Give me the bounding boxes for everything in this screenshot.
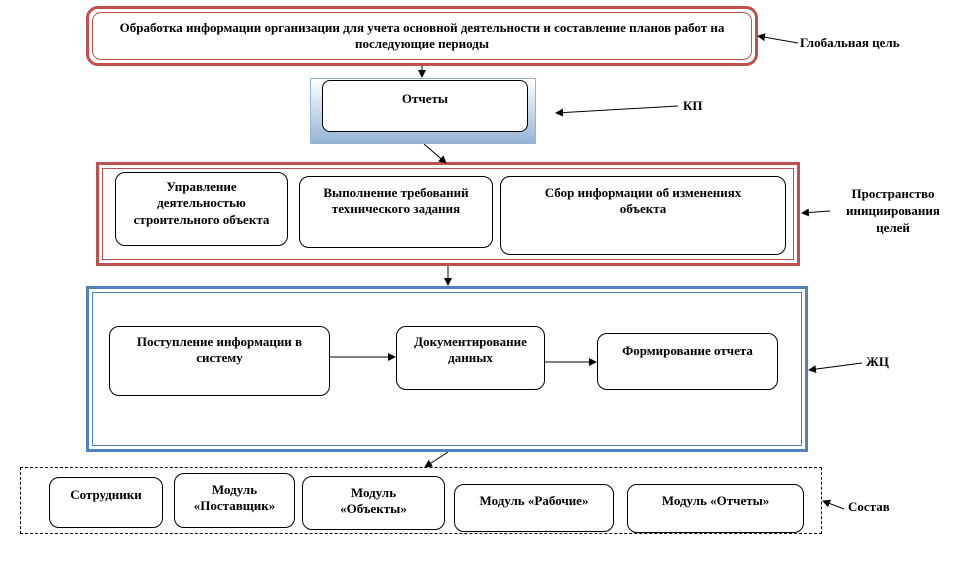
global-goal-frame: Обработка информации организации для уче… <box>86 6 758 66</box>
goal-item-change-info: Сбор информации об изменениях объекта <box>500 176 786 255</box>
goal-space-frame <box>96 162 800 266</box>
arrow-composition-label <box>822 499 845 510</box>
global-goal-text: Обработка информации организации для уче… <box>119 19 725 51</box>
reports-text: Отчеты <box>401 91 449 106</box>
module-workers: Модуль «Рабочие» <box>454 484 614 532</box>
module-supplier: Модуль «Поставщик» <box>174 473 295 528</box>
arrow-kp-label <box>555 105 679 117</box>
lifecycle-step-input: Поступление информации в систему <box>109 326 330 396</box>
lifecycle-step-document: Документирование данных <box>396 326 545 390</box>
reports-box: Отчеты <box>322 80 528 132</box>
module-employees: Сотрудники <box>49 477 163 528</box>
lifecycle-inner-frame <box>92 292 802 446</box>
arrow-space-label <box>801 208 831 217</box>
arrow-lifecycle-label <box>808 362 863 374</box>
module-objects: Модуль «Объекты» <box>302 476 445 530</box>
global-goal-box: Обработка информации организации для уче… <box>92 12 752 60</box>
arrow-reports-to-space <box>423 143 447 164</box>
goal-item-requirements: Выполнение требований технического задан… <box>299 176 493 248</box>
goal-item-management: Управление деятельностью строительного о… <box>115 172 288 246</box>
arrow-global-label <box>757 33 799 44</box>
composition-frame <box>20 467 822 534</box>
lifecycle-step-report: Формирование отчета <box>597 333 778 390</box>
composition-label: Состав <box>848 499 890 514</box>
arrow-lifecycle-to-composition <box>424 451 449 468</box>
module-reports: Модуль «Отчеты» <box>627 484 804 533</box>
lifecycle-label: ЖЦ <box>866 354 889 369</box>
goal-space-label: Пространство инициирования целей <box>846 186 940 235</box>
goal-space-inner-frame <box>102 168 794 260</box>
lifecycle-frame <box>86 286 808 452</box>
kp-label: КП <box>683 98 703 113</box>
global-goal-label: Глобальная цель <box>800 35 900 50</box>
